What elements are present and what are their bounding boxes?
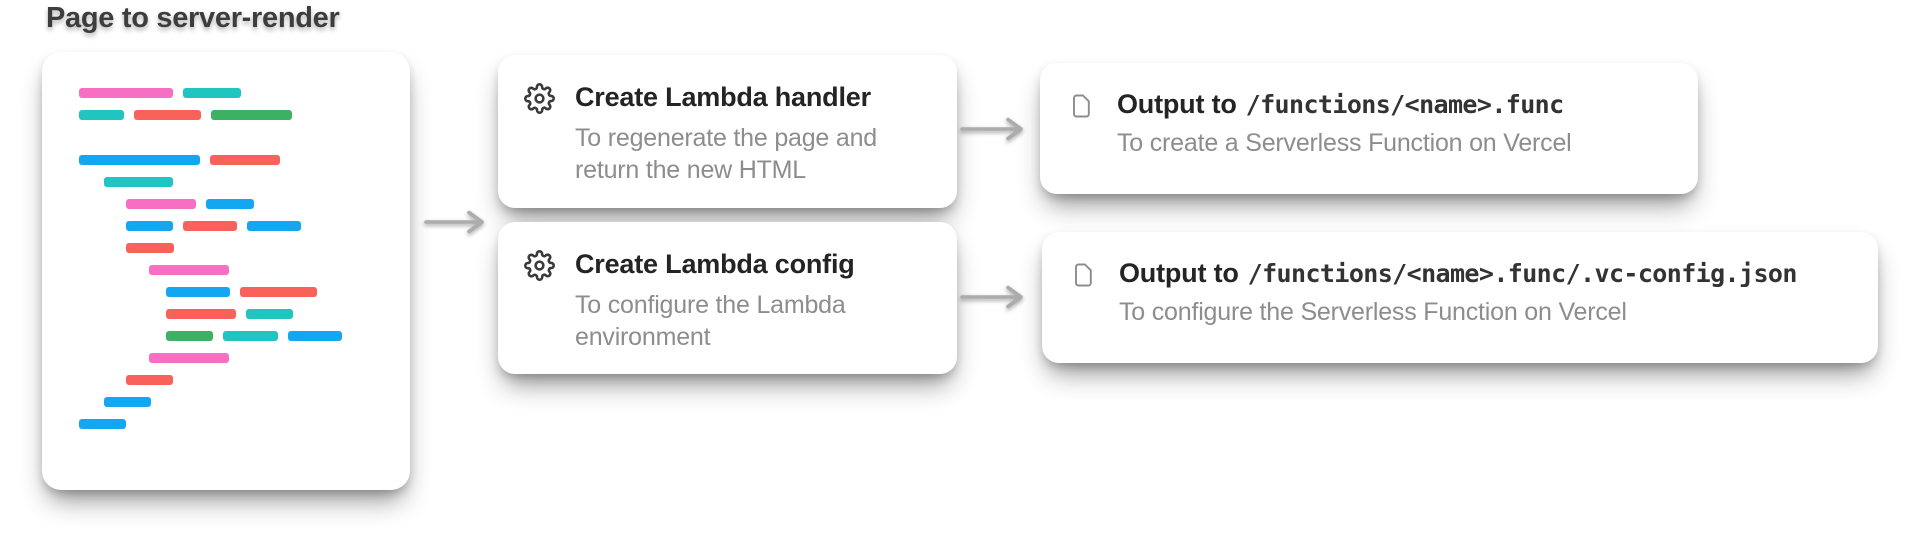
code-token-red — [126, 243, 174, 253]
code-token-pink — [149, 265, 229, 275]
output-title: Output to/functions/<name>.func — [1117, 89, 1572, 120]
code-token-red — [240, 287, 317, 297]
code-line — [149, 353, 410, 363]
code-line — [166, 287, 410, 297]
code-token-red — [126, 375, 173, 385]
code-lines — [42, 52, 410, 429]
step-subtitle-line-1: To regenerate the page and — [575, 124, 877, 152]
output-path: /functions/<name>.func — [1245, 90, 1565, 119]
document-icon — [1072, 258, 1095, 363]
code-line — [166, 309, 410, 319]
code-token-red — [183, 221, 237, 231]
code-token-green — [211, 110, 292, 120]
card-create-lambda-config: Create Lambda config To configure the La… — [498, 222, 957, 374]
code-line — [126, 243, 410, 253]
step-title: Create Lambda config — [575, 249, 855, 279]
step-subtitle: To regenerate the page and return the new… — [575, 122, 877, 186]
code-line — [79, 110, 410, 120]
code-token-red — [210, 155, 280, 165]
card-output-function: Output to/functions/<name>.func To creat… — [1040, 63, 1698, 194]
diagram-title: Page to server-render — [46, 2, 340, 34]
code-line — [126, 375, 410, 385]
code-token-blue — [166, 287, 230, 297]
code-token-blue — [79, 419, 126, 429]
code-token-teal — [183, 88, 241, 98]
output-subtitle: To configure the Serverless Function on … — [1119, 298, 1627, 326]
output-body: Output to/functions/<name>.func To creat… — [1117, 89, 1572, 194]
code-token-pink — [149, 353, 229, 363]
code-token-blue — [288, 331, 342, 341]
code-token-teal — [223, 331, 278, 341]
code-token-red — [134, 110, 201, 120]
code-token-blue — [104, 397, 151, 407]
code-token-teal — [104, 177, 173, 187]
code-line — [126, 199, 410, 209]
page-code-card — [42, 52, 410, 490]
code-token-red — [166, 309, 236, 319]
step-title: Create Lambda handler — [575, 82, 871, 112]
code-line — [126, 221, 410, 231]
code-token-blue — [126, 221, 173, 231]
step-subtitle-line-2: environment — [575, 323, 711, 351]
code-line — [149, 265, 410, 275]
step-subtitle-line-2: return the new HTML — [575, 156, 807, 184]
output-path: /functions/<name>.func/.vc-config.json — [1247, 259, 1798, 288]
arrow-config-to-output-icon — [960, 284, 1034, 310]
card-output-vc-config: Output to/functions/<name>.func/.vc-conf… — [1042, 232, 1878, 363]
card-create-lambda-handler: Create Lambda handler To regenerate the … — [498, 55, 957, 208]
code-line — [79, 419, 410, 429]
code-token-blue — [247, 221, 301, 231]
code-token-blue — [79, 155, 200, 165]
code-token-teal — [246, 309, 293, 319]
output-body: Output to/functions/<name>.func/.vc-conf… — [1119, 258, 1797, 363]
output-subtitle: To create a Serverless Function on Verce… — [1117, 129, 1572, 157]
output-label: Output to — [1119, 258, 1239, 288]
code-line — [104, 397, 410, 407]
code-token-teal — [79, 110, 124, 120]
code-line — [166, 331, 410, 341]
code-line — [79, 155, 410, 165]
output-label: Output to — [1117, 89, 1237, 119]
step-subtitle-line-1: To configure the Lambda — [575, 291, 846, 319]
code-line — [79, 88, 410, 98]
gear-icon — [524, 81, 555, 208]
step-body: Create Lambda handler To regenerate the … — [575, 81, 877, 208]
code-token-pink — [79, 88, 173, 98]
arrow-handler-to-output-icon — [960, 116, 1034, 142]
code-line — [104, 177, 410, 187]
output-title: Output to/functions/<name>.func/.vc-conf… — [1119, 258, 1797, 289]
code-token-blue — [206, 199, 254, 209]
arrow-page-to-steps-icon — [424, 209, 494, 235]
code-token-pink — [126, 199, 196, 209]
code-token-green — [166, 331, 213, 341]
gear-icon — [524, 248, 555, 374]
step-subtitle: To configure the Lambda environment — [575, 289, 855, 353]
document-icon — [1070, 89, 1093, 194]
step-body: Create Lambda config To configure the La… — [575, 248, 855, 374]
